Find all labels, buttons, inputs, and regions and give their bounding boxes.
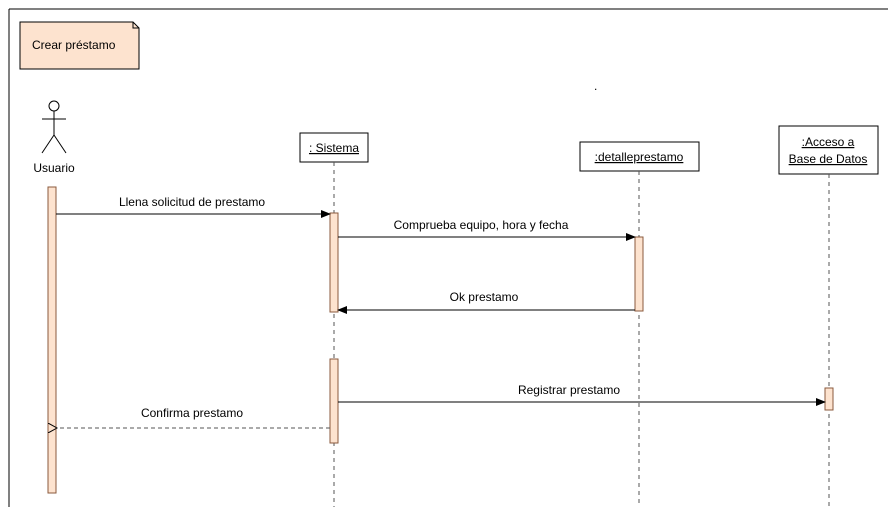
- stray-mark: .: [594, 79, 597, 93]
- activation-sistema-1: [329, 212, 339, 313]
- diagram-title: Crear préstamo: [32, 38, 116, 52]
- activation-sistema-2: [329, 358, 339, 444]
- message-llena-solicitud-label: Llena solicitud de prestamo: [119, 195, 265, 209]
- message-ok-prestamo: Ok prestamo: [337, 290, 635, 314]
- lifeline-detalle-box: :detalleprestamo: [579, 141, 700, 172]
- message-confirma-label: Confirma prestamo: [141, 406, 243, 420]
- lifeline-acceso-label-line2: Base de Datos: [789, 152, 868, 166]
- message-registrar: Registrar prestamo: [338, 383, 826, 406]
- actor-head: [48, 100, 60, 112]
- activation-usuario: [47, 186, 57, 494]
- message-registrar-label: Registrar prestamo: [518, 383, 620, 397]
- lifeline-detalle-label: :detalleprestamo: [595, 150, 684, 164]
- lifeline-sistema-box: : Sistema: [299, 132, 369, 163]
- message-ok-prestamo-label: Ok prestamo: [450, 290, 519, 304]
- message-llena-solicitud: Llena solicitud de prestamo: [56, 195, 331, 218]
- lifeline-sistema-label: : Sistema: [309, 141, 359, 155]
- message-confirma: Confirma prestamo: [57, 406, 330, 428]
- activation-detalle: [634, 236, 644, 312]
- lifeline-acceso-label-line1: :Acceso a: [802, 135, 855, 149]
- lifeline-acceso-box: :Acceso a Base de Datos: [778, 125, 879, 175]
- activation-acceso: [824, 387, 834, 411]
- diagram-title-note: Crear préstamo: [19, 21, 140, 70]
- message-comprueba-label: Comprueba equipo, hora y fecha: [394, 218, 569, 232]
- actor-usuario: [41, 100, 67, 154]
- actor-usuario-label: Usuario: [33, 161, 75, 175]
- message-comprueba: Comprueba equipo, hora y fecha: [338, 218, 636, 241]
